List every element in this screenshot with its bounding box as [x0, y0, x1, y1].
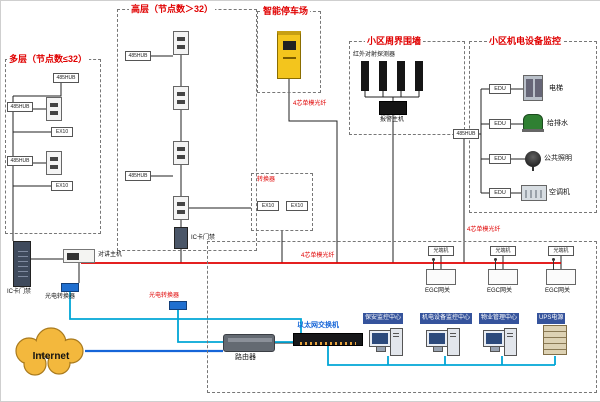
region-converter — [251, 173, 313, 231]
floor-controller-icon — [173, 196, 189, 220]
fiber-line-label: 4芯单模光纤 — [467, 227, 501, 233]
monitor-icon — [483, 330, 505, 352]
ex10-box: EX10 — [51, 181, 73, 191]
edu-box: EDU — [489, 188, 511, 198]
optical-terminal-box: 光端机 — [490, 246, 516, 256]
door-entry-panel-icon — [174, 227, 188, 249]
water-pump-icon — [522, 114, 544, 132]
public-light-icon — [525, 151, 541, 171]
infrared-detector-icon — [397, 61, 405, 91]
hub-box: 485HUB — [125, 51, 151, 61]
internet-cloud: Internet — [15, 327, 84, 376]
gateway-label: EGC网关 — [545, 288, 571, 294]
mne-device-label: 空调机 — [549, 189, 570, 196]
detector-label: 红外对射探测器 — [353, 52, 396, 58]
hub-box: 485HUB — [125, 171, 151, 181]
floor-controller-icon — [173, 141, 189, 165]
tower-icon — [447, 328, 460, 356]
optical-terminal-box: 光端机 — [548, 246, 574, 256]
ic-card-entry-label: IC卡门禁 — [7, 289, 32, 295]
converter-box-label: 转换器 — [257, 177, 276, 183]
station-label: 物业管理中心 — [479, 313, 520, 324]
fiber-line-label: 4芯单模光纤 — [293, 101, 327, 107]
region-lan — [207, 241, 597, 393]
tower-icon — [504, 328, 517, 356]
infrared-detector-icon — [379, 61, 387, 91]
station-label: 机电设备监控中心 — [420, 313, 473, 324]
edu-box: EDU — [489, 154, 511, 164]
computer-icon — [483, 328, 517, 356]
ex10-box: EX10 — [51, 127, 73, 137]
fiber-transceiver-icon — [61, 283, 79, 292]
computer-icon — [369, 328, 403, 356]
gateway-icon — [488, 258, 518, 285]
mne-device-label: 公共照明 — [544, 155, 572, 162]
router-icon — [223, 334, 275, 352]
optical-terminal-box: 光端机 — [428, 246, 454, 256]
alarm-host-icon — [379, 101, 407, 115]
hub-box: 485HUB — [453, 129, 479, 139]
ex10-box: EX10 — [257, 201, 279, 211]
region-title-multilayer: 多层（节点数≤32） — [7, 54, 89, 64]
region-title-highrise: 高层（节点数＞32） — [129, 4, 216, 14]
lan-lines-cyan — [69, 292, 556, 366]
ic-card-entry-panel-icon — [13, 241, 31, 287]
floor-controller-icon — [173, 86, 189, 110]
gateway-icon — [546, 258, 576, 285]
region-title-parking: 智能停车场 — [261, 6, 311, 16]
station-label: 保安监控中心 — [363, 313, 404, 324]
router-label: 路由器 — [235, 354, 256, 361]
gateway-label: EGC网关 — [487, 288, 513, 294]
region-multilayer — [5, 59, 101, 234]
monitor-icon — [369, 330, 391, 352]
ex10-box: EX10 — [286, 201, 308, 211]
door-entry-label: IC卡门禁 — [191, 235, 216, 241]
computer-icon — [426, 328, 460, 356]
gateway-label: EGC网关 — [425, 288, 451, 294]
alarm-host-label: 报警主机 — [380, 117, 405, 123]
hub-box: 485HUB — [7, 156, 33, 166]
mne-device-label: 给排水 — [547, 120, 568, 127]
fiber-line-label: 4芯单模光纤 — [301, 253, 335, 259]
station-label: UPS电源 — [537, 313, 566, 324]
edu-box: EDU — [489, 84, 511, 94]
air-conditioner-icon — [521, 185, 547, 201]
floor-controller-icon — [46, 151, 62, 175]
hub-box: 485HUB — [53, 73, 79, 83]
infrared-detector-icon — [361, 61, 369, 91]
parking-terminal-icon — [277, 31, 301, 79]
floor-controller-icon — [173, 31, 189, 55]
elevator-icon — [523, 75, 543, 101]
floor-controller-icon — [46, 97, 62, 121]
ethernet-switch-label: 以太网交换机 — [297, 322, 339, 329]
fiber-transceiver-label: 光电转换器 — [45, 294, 76, 300]
mne-device-label: 电梯 — [549, 85, 563, 92]
gateway-icon — [426, 258, 456, 285]
hub-box: 485HUB — [7, 102, 33, 112]
monitor-icon — [426, 330, 448, 352]
infrared-detector-icon — [415, 61, 423, 91]
ethernet-switch-icon — [293, 333, 363, 346]
ups-rack-icon — [543, 325, 567, 355]
region-title-mne: 小区机电设备监控 — [487, 36, 564, 46]
intercom-host-label: 对讲主机 — [98, 252, 123, 258]
region-title-perimeter: 小区周界围墙 — [365, 36, 424, 46]
fiber-transceiver-label: 光电转换器 — [149, 293, 180, 299]
tower-icon — [390, 328, 403, 356]
intercom-host-icon — [63, 249, 95, 263]
edu-box: EDU — [489, 119, 511, 129]
internet-label: Internet — [33, 351, 70, 362]
fiber-transceiver-icon — [169, 301, 187, 310]
